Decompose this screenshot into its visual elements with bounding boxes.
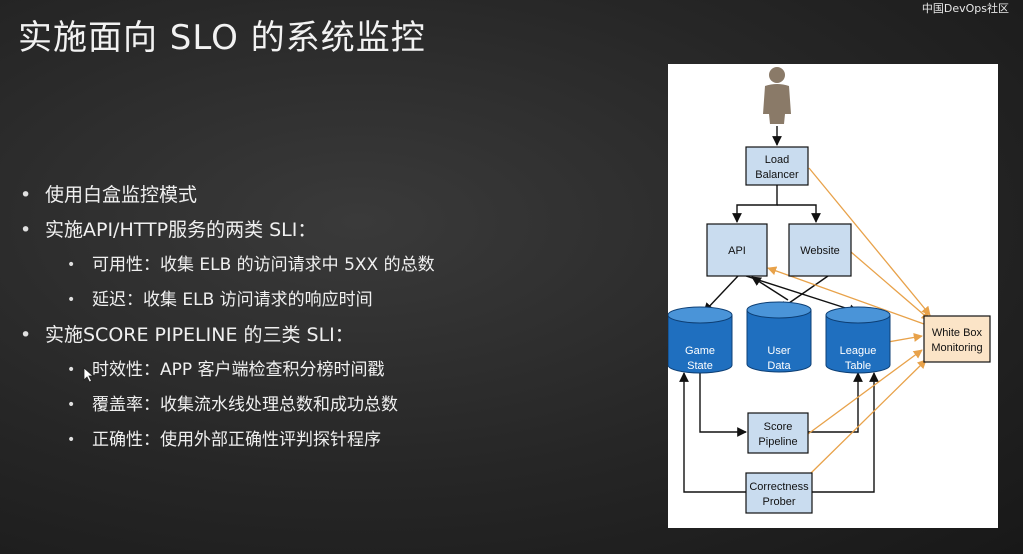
flow-arrows [679,126,879,493]
db-user-data: User Data [746,301,812,373]
node-correctness-prober: Correctness Prober [745,472,813,514]
node-load-balancer: Load Balancer [745,146,809,186]
node-score-pipeline: Score Pipeline [747,412,809,454]
sub-bullet-item: 覆盖率：收集流水线处理总数和成功总数 [20,388,640,423]
bullet-item: 使用白盒监控模式 [20,178,640,213]
svg-text:API: API [728,245,746,257]
architecture-diagram: Load Balancer API Website Game State Use… [668,64,998,528]
svg-text:Game: Game [685,345,715,357]
bullet-item: 实施SCORE PIPELINE 的三类 SLI： [20,318,640,353]
watermark: 中国DevOps社区 [921,2,1009,15]
slide-title: 实施面向 SLO 的系统监控 [18,18,426,58]
svg-text:League: League [840,345,877,357]
db-league-table: League Table [825,306,891,374]
node-website: Website [788,223,852,277]
user-icon [763,67,791,124]
svg-text:Prober: Prober [762,496,795,508]
svg-text:Balancer: Balancer [755,169,799,181]
svg-text:Monitoring: Monitoring [931,342,982,354]
svg-text:Data: Data [767,360,791,372]
svg-text:User: User [767,345,791,357]
svg-text:Load: Load [765,154,789,166]
sub-bullet-item: 时效性：APP 客户端检查积分榜时间戳 [20,353,640,388]
node-api: API [706,223,768,277]
svg-text:White Box: White Box [932,327,983,339]
mouse-cursor-icon [83,367,95,383]
sub-bullet-item: 可用性：收集 ELB 的访问请求中 5XX 的总数 [20,248,640,283]
svg-text:Table: Table [845,360,871,372]
sub-bullet-item: 正确性：使用外部正确性评判探针程序 [20,423,640,458]
bullet-item: 实施API/HTTP服务的两类 SLI： [20,213,640,248]
node-white-box-monitoring: White Box Monitoring [923,315,991,363]
sub-bullet-item: 延迟：收集 ELB 访问请求的响应时间 [20,283,640,318]
monitoring-arrows [767,167,931,475]
svg-text:Score: Score [764,421,793,433]
svg-text:Pipeline: Pipeline [758,436,797,448]
svg-text:State: State [687,360,713,372]
svg-text:Website: Website [800,245,840,257]
bullet-list: 使用白盒监控模式 实施API/HTTP服务的两类 SLI： 可用性：收集 ELB… [20,178,640,458]
db-game-state: Game State [668,306,733,374]
svg-text:Correctness: Correctness [749,481,809,493]
